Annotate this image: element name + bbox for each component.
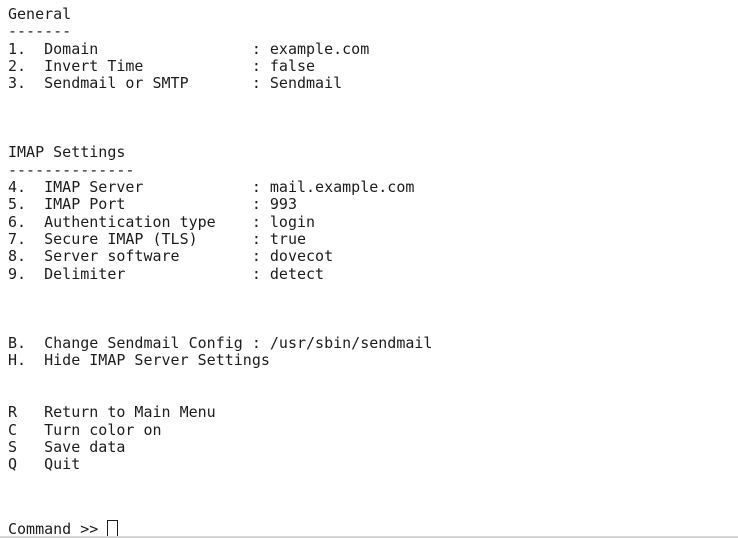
menu-item-r: R Return to Main Menu <box>8 403 216 422</box>
section-title: General <box>8 5 72 23</box>
menu-item-9: 9. Delimiter : detect <box>8 264 325 283</box>
menu-item-7: 7. Secure IMAP (TLS) : true <box>8 229 307 248</box>
window-bottom-border <box>0 536 738 538</box>
menu-item-s: S Save data <box>8 438 126 457</box>
section-underline: ------- <box>8 22 72 41</box>
command-prompt-line[interactable]: Command >> <box>8 519 738 539</box>
imap-settings-section: IMAP Settings--------------4. IMAP Serve… <box>8 143 738 283</box>
menu-item-c: C Turn color on <box>8 420 162 439</box>
terminal-cursor <box>107 519 119 537</box>
command-prompt-label: Command >> <box>8 519 99 538</box>
section-title: IMAP Settings <box>8 143 126 162</box>
menu-item-4: 4. IMAP Server : mail.example.com <box>8 178 415 197</box>
menu-item-2: 2. Invert Time : false <box>8 56 316 75</box>
menu-item-5: 5. IMAP Port : 993 <box>8 195 297 214</box>
menu-item-1: 1. Domain : example.com <box>8 39 370 58</box>
letter-options-section: B. Change Sendmail Config : /usr/sbin/se… <box>8 333 738 370</box>
section-underline: -------------- <box>8 160 135 179</box>
menu-item-6: 6. Authentication type : login <box>8 212 316 231</box>
menu-item-3: 3. Sendmail or SMTP : Sendmail <box>8 74 343 93</box>
menu-item-h: H. Hide IMAP Server Settings <box>8 351 270 370</box>
menu-item-8: 8. Server software : dovecot <box>8 247 334 266</box>
menu-item-q: Q Quit <box>8 455 81 474</box>
menu-item-b: B. Change Sendmail Config : /usr/sbin/se… <box>8 333 433 352</box>
